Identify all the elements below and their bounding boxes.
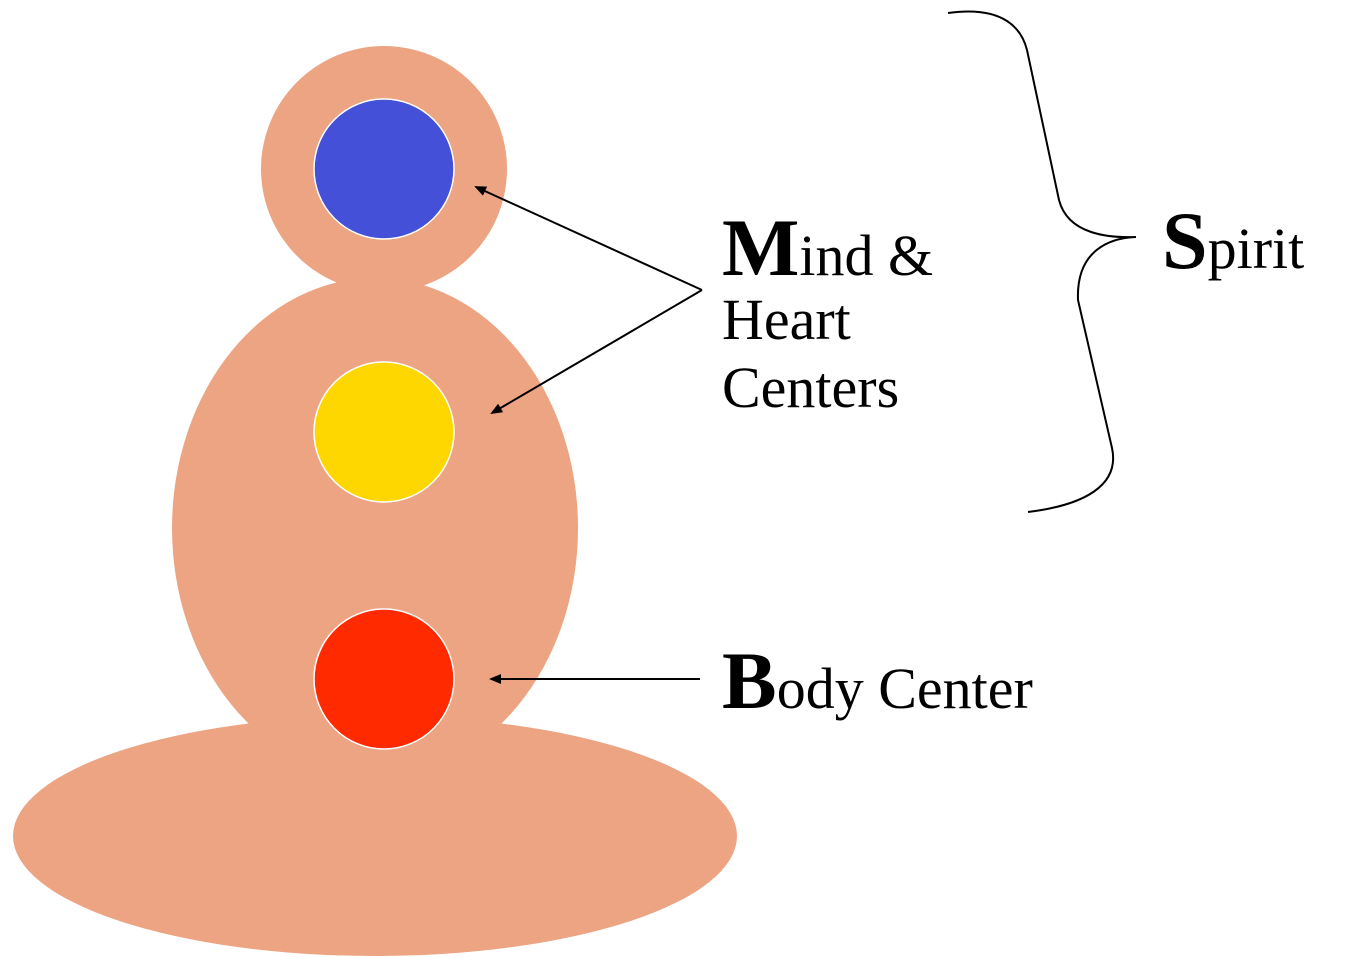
body-center-circle xyxy=(314,609,454,749)
heart-text: Heart xyxy=(722,286,933,354)
spirit-rest: pirit xyxy=(1208,216,1305,281)
body-initial: B xyxy=(722,635,777,726)
mind-initial: M xyxy=(722,202,799,293)
heart-center-circle xyxy=(314,362,454,502)
centers-text: Centers xyxy=(722,354,933,422)
mind-heart-centers-label: Mind & Heart Centers xyxy=(722,200,933,423)
spirit-curly-brace xyxy=(948,11,1136,512)
mind-rest: ind & xyxy=(799,223,933,288)
arrow-to-heart-center xyxy=(492,290,702,413)
arrow-to-mind-center xyxy=(476,187,702,290)
body-rest: ody Center xyxy=(777,656,1033,721)
spirit-initial: S xyxy=(1162,195,1208,286)
mind-center-circle xyxy=(314,99,454,239)
spirit-label: Spirit xyxy=(1162,200,1304,282)
body-center-label: Body Center xyxy=(722,640,1033,722)
